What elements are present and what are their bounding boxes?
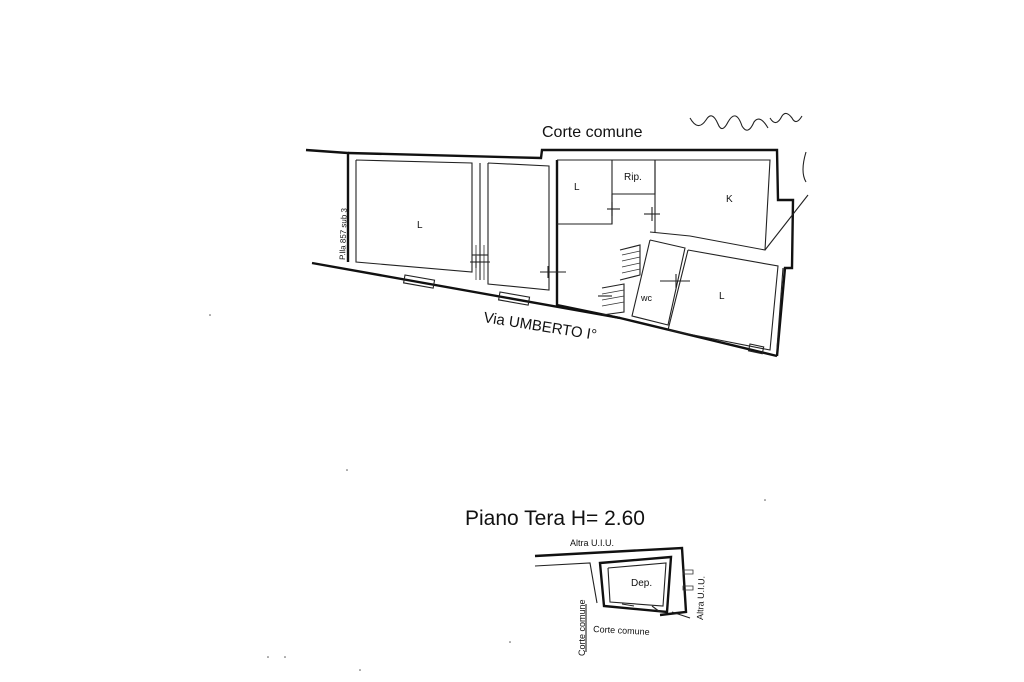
annex-altra-uiu-top: Altra U.I.U. <box>570 538 614 548</box>
window <box>747 343 765 355</box>
room-L-right <box>667 249 779 351</box>
room-label-living-right: L <box>719 291 725 302</box>
street-label: Via UMBERTO I° <box>482 309 598 344</box>
room-wc <box>631 239 686 326</box>
scan-specks <box>209 314 766 671</box>
handwritten-note <box>689 112 803 131</box>
room-left-outline <box>355 159 473 273</box>
central-wall <box>555 160 621 320</box>
annex-altra-uiu-right: Altra U.I.U. <box>695 576 707 620</box>
street-wall <box>311 261 778 358</box>
window <box>402 274 436 289</box>
annex-outer-top <box>534 546 688 617</box>
room-kitchen <box>649 159 771 251</box>
stair <box>601 244 641 316</box>
annex-label-deposito: Dep. <box>631 578 652 589</box>
room-midleft-outline <box>487 162 550 291</box>
door-marks <box>470 202 690 297</box>
neighbor-parcel-label: P.lla 857 sub 3 <box>338 207 349 260</box>
main-plan: Corte comune Via UMBERTO I° P.lla 857 su… <box>305 112 809 358</box>
room-label-living-left: L <box>417 220 423 231</box>
room-label-ripostiglio: Rip. <box>624 172 642 183</box>
annex-corte-comune-left: Corte comune <box>577 599 587 656</box>
room-label-kitchen: K <box>726 194 733 205</box>
corte-comune-top-label: Corte comune <box>542 124 643 141</box>
room-label-wc: wc <box>640 293 652 303</box>
annex-corte-comune-bottom: Corte comune <box>593 624 650 637</box>
window <box>497 291 531 306</box>
room-label-living-small: L <box>574 182 580 193</box>
leader-line <box>764 194 809 251</box>
annex-plan: Altra U.I.U. Altra U.I.U. Dep. Corte com… <box>534 538 707 656</box>
floor-title: Piano Tera H= 2.60 <box>465 507 645 530</box>
outer-wall-top <box>347 148 795 357</box>
annex-outer-left <box>534 562 598 604</box>
room-L-small <box>557 159 613 225</box>
annex-room-deposito <box>598 555 673 614</box>
